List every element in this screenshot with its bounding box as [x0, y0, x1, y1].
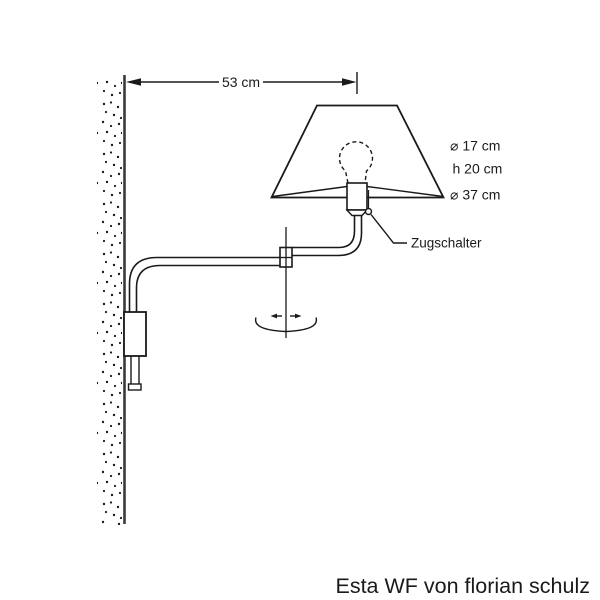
product-caption: Esta WF von florian schulz [335, 574, 590, 598]
pull-switch-knob [364, 207, 373, 216]
wall-texture [97, 80, 122, 525]
dimension-arrow-left-icon [126, 78, 141, 86]
lower-arm-tube [128, 256, 280, 312]
wall-mount [123, 311, 147, 357]
width-dimension [126, 72, 358, 94]
lampshade [270, 104, 445, 199]
dimension-arrow-right-icon [342, 78, 357, 86]
shade-inner-rim-right [366, 185, 444, 198]
socket [346, 182, 368, 211]
bottom-diameter-label: ⌀ 37 cm [450, 187, 500, 203]
bulb-outline [338, 141, 374, 184]
upper-arm-tube [292, 215, 363, 257]
pull-switch-label: Zugschalter [411, 236, 482, 251]
mount-tube-end-cap [127, 383, 142, 391]
rotation-arrows [254, 313, 318, 333]
shade-height-label: h 20 cm [453, 161, 503, 177]
pull-switch-leader-line [370, 214, 407, 244]
width-dimension-label: 53 cm [222, 74, 260, 90]
rotate-right-arrow-icon [295, 313, 302, 319]
rotate-left-arrow-icon [270, 313, 277, 319]
shade-inner-rim-left [272, 185, 348, 198]
top-diameter-label: ⌀ 17 cm [450, 138, 500, 154]
